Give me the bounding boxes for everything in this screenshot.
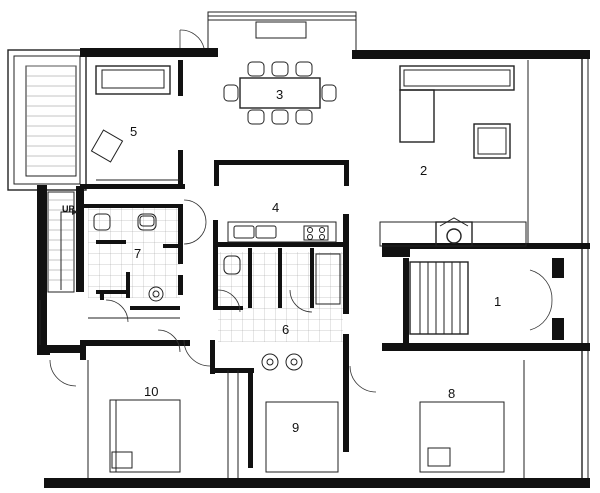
bed-8	[419, 401, 505, 473]
room-label-3: 3	[276, 87, 283, 102]
stair-left	[39, 191, 78, 345]
kitchen-counter	[227, 221, 337, 243]
dining-set	[223, 61, 337, 125]
room-label-2: 2	[420, 163, 427, 178]
balcony	[7, 49, 87, 191]
stair-hall-flight	[409, 261, 469, 335]
stair-up-label: UP	[62, 204, 75, 214]
door-swings	[49, 29, 553, 393]
room-label-4: 4	[272, 200, 279, 215]
room-label-10: 10	[144, 384, 158, 399]
east-window	[523, 58, 589, 480]
living-set	[379, 65, 527, 247]
thin-partitions	[85, 60, 239, 478]
room-label-9: 9	[292, 420, 299, 435]
room-label-7: 7	[134, 246, 141, 261]
room-labels: 1 2 3 4 5 6 7 8 9 10	[130, 87, 501, 435]
walls	[37, 48, 590, 488]
room-label-6: 6	[282, 322, 289, 337]
bed-9	[265, 401, 339, 473]
study-set	[90, 65, 180, 181]
room-label-5: 5	[130, 124, 137, 139]
room-label-1: 1	[494, 294, 501, 309]
bay-window	[207, 11, 357, 54]
bath-6-fixtures	[223, 253, 341, 371]
bed-10	[109, 399, 181, 473]
bath-7-fixtures	[93, 213, 164, 302]
room-label-8: 8	[448, 386, 455, 401]
